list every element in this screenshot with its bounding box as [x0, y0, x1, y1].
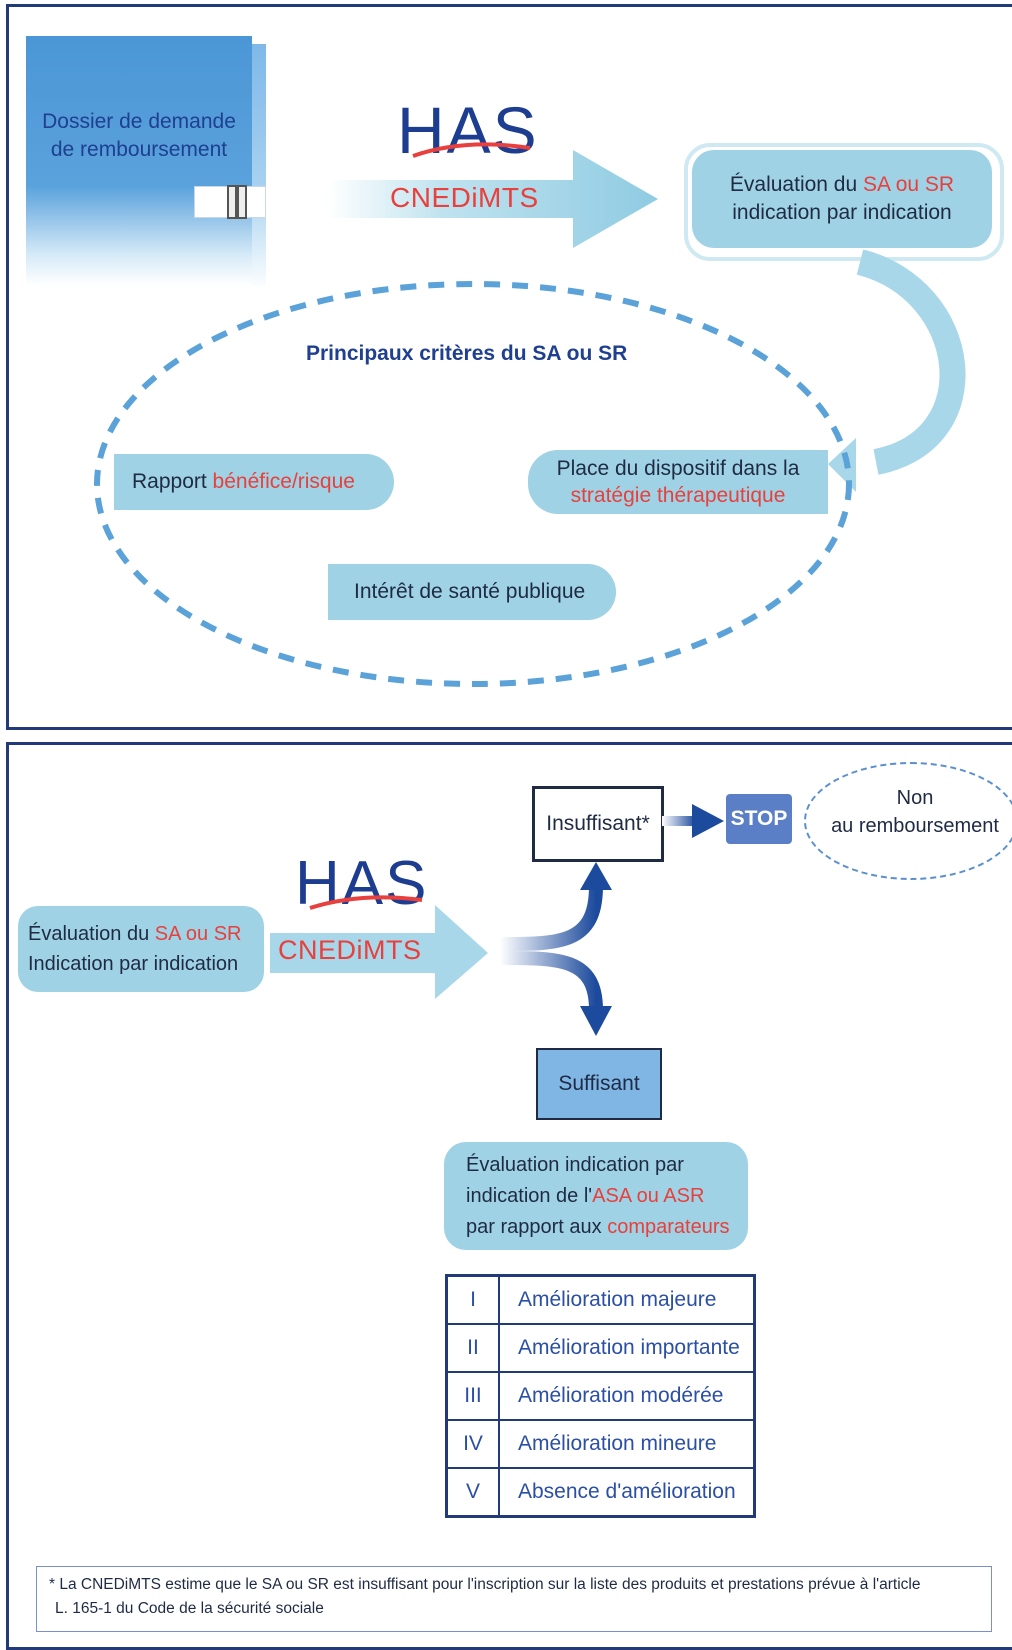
- insuffisant-box: Insuffisant*: [532, 786, 664, 862]
- suffisant-box: Suffisant: [536, 1048, 662, 1120]
- stop-badge: STOP: [726, 794, 792, 844]
- top-flow-arrow: [328, 150, 658, 248]
- criteria-dashed-ellipse: [94, 281, 852, 687]
- bottom-flow-arrow: [270, 905, 488, 999]
- curved-return-arrow: [828, 250, 966, 492]
- criteria-therapeutic-strategy: Place du dispositif dans la stratégie th…: [528, 450, 828, 514]
- criteria-public-health: Intérêt de santé publique: [328, 564, 616, 620]
- criteria-benefit-risk: Rapport bénéfice/risque: [114, 454, 394, 510]
- dossier-binder: Dossier de demande de remboursement: [26, 36, 266, 292]
- asr-evaluation-box: Évaluation indication par indication de …: [444, 1142, 748, 1250]
- non-remboursement-oval: [804, 762, 1012, 880]
- evaluation-box-top: Évaluation du SA ou SR indication par in…: [692, 150, 992, 248]
- stop-arrow: [662, 804, 724, 838]
- evaluation-box-bottom: Évaluation du SA ou SR Indication par in…: [18, 906, 264, 992]
- footnote: * La CNEDiMTS estime que le SA ou SR est…: [36, 1566, 992, 1632]
- binder-front: [26, 36, 252, 286]
- evaluation-box-top-outline: [684, 143, 1004, 261]
- cnedimts-label-bottom: CNEDiMTS: [278, 935, 422, 965]
- non-remboursement-label: Non au remboursement: [831, 787, 999, 837]
- dossier-label: Dossier de demande de remboursement: [42, 110, 236, 161]
- split-arrows: [500, 862, 612, 1036]
- criteria-title: Principaux critères du SA ou SR: [306, 342, 628, 365]
- has-logo-swoosh-top: [412, 142, 531, 158]
- cnedimts-label-top: CNEDiMTS: [390, 182, 539, 213]
- binder-clip-icon: [194, 185, 266, 219]
- has-logo-swoosh-bottom: [309, 895, 423, 910]
